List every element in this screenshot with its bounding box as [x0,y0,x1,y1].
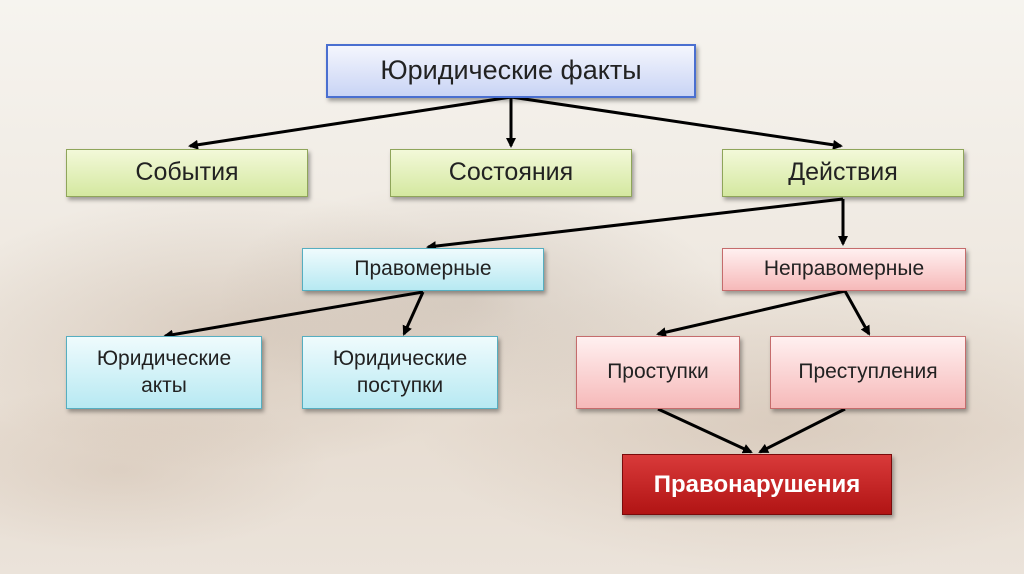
node-legal-acts-label: Юридические акты [96,347,232,397]
node-crimes-label: Преступления [798,360,938,384]
node-unlawful: Неправомерные [722,248,966,291]
arrow-root-to-events [188,95,512,150]
node-misdemeanors: Проступки [576,336,740,409]
arrow-lawful-to-legal-deeds [402,291,425,336]
node-legal-facts-label: Юридические факты [380,55,642,86]
node-offenses: Правонарушения [622,454,892,515]
arrow-root-to-actions [510,95,843,150]
node-events-label: События [135,158,239,187]
node-actions: Действия [722,149,964,197]
node-legal-deeds: Юридические поступки [302,336,498,409]
arrow-misdemeanors-to-result [657,407,753,454]
arrow-unlawful-to-crimes [843,290,871,336]
node-legal-acts: Юридические акты [66,336,262,409]
node-lawful-label: Правомерные [354,257,492,281]
node-misdemeanors-label: Проступки [607,360,709,384]
node-crimes: Преступления [770,336,966,409]
node-legal-deeds-label: Юридические поступки [332,347,468,397]
node-offenses-label: Правонарушения [653,470,861,498]
node-lawful: Правомерные [302,248,544,291]
node-events: События [66,149,308,197]
arrow-unlawful-to-misdemeanors [656,289,846,338]
arrow-crimes-to-result [758,407,846,454]
node-legal-facts: Юридические факты [326,44,696,98]
arrow-actions-to-lawful [426,197,844,252]
node-actions-label: Действия [788,158,898,187]
node-states: Состояния [390,149,632,197]
arrow-lawful-to-legal-acts [163,290,424,340]
node-states-label: Состояния [448,158,574,187]
node-unlawful-label: Неправомерные [763,257,925,281]
